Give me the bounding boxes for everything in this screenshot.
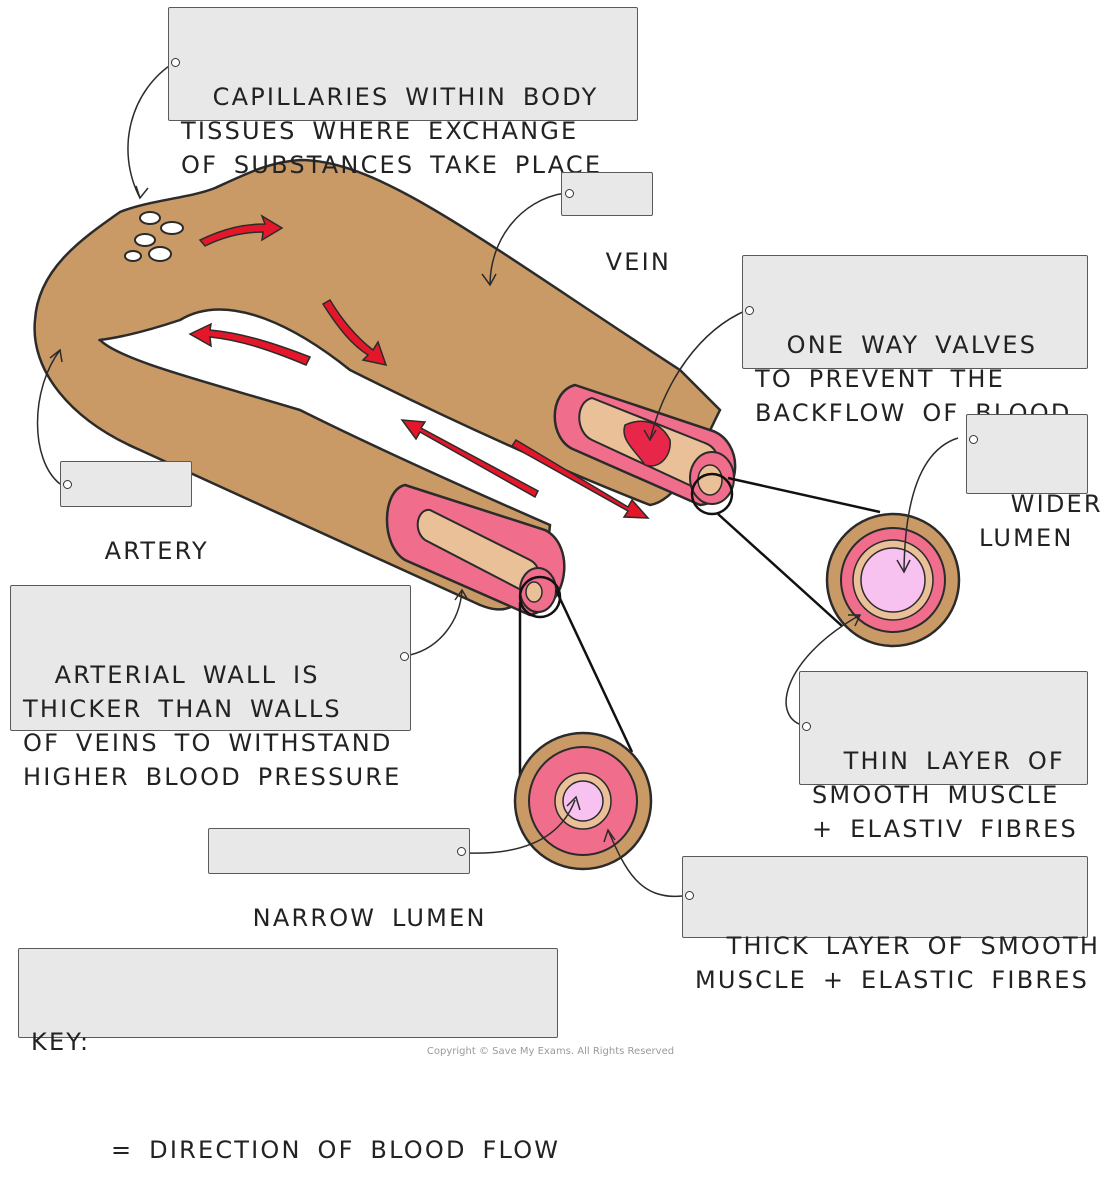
flow-arrows: [30, 214, 650, 1025]
valve: [623, 420, 671, 467]
wider-lumen-text: WIDER LUMEN: [979, 490, 1101, 552]
circulation-diagram: [30, 61, 961, 1025]
capillaries-text: CAPILLARIES WITHIN BODY TISSUES WHERE EX…: [181, 83, 603, 179]
label-vein: VEIN: [561, 172, 669, 276]
arrow-vein: [510, 438, 650, 519]
leader-lines: [36, 61, 959, 898]
vein-zoom-marker: [690, 472, 734, 516]
arterial-wall-text: ARTERIAL WALL IS THICKER THAN WALLS OF V…: [23, 661, 402, 791]
label-thick-layer: THICK LAYER OF SMOOTH MUSCLE + ELASTIC F…: [682, 856, 1098, 994]
arrow-down-curve: [321, 298, 388, 367]
zoom-lines: [518, 476, 881, 795]
label-arterial-wall: ARTERIAL WALL IS THICKER THAN WALLS OF V…: [10, 585, 411, 791]
key-box: KEY: = DIRECTION OF BLOOD FLOW: [18, 948, 558, 1164]
copyright: Copyright © Save My Exams. All Rights Re…: [426, 1046, 675, 1057]
label-valves: ONE WAY VALVES TO PREVENT THE BACKFLOW O…: [742, 255, 1088, 427]
key-entry: = DIRECTION OF BLOOD FLOW: [111, 1136, 561, 1164]
valves-text: ONE WAY VALVES TO PREVENT THE BACKFLOW O…: [755, 331, 1072, 427]
label-capillaries: CAPILLARIES WITHIN BODY TISSUES WHERE EX…: [168, 7, 638, 179]
label-artery: ARTERY: [60, 461, 207, 565]
vessel-loop: [33, 158, 722, 611]
arrow-artery: [400, 419, 539, 499]
arrow-left-curve: [188, 322, 312, 366]
narrow-lumen-text: NARROW LUMEN: [252, 904, 487, 932]
thick-layer-text: THICK LAYER OF SMOOTH MUSCLE + ELASTIC F…: [695, 932, 1101, 994]
vein-cross-section: [825, 512, 961, 648]
artery-text: ARTERY: [104, 537, 209, 565]
artery-cross-section: [513, 731, 653, 871]
key-title: KEY:: [31, 1028, 91, 1056]
label-wider-lumen: WIDER LUMEN: [966, 414, 1101, 552]
capillary-holes: [124, 211, 184, 262]
vein-cutaway: [553, 383, 737, 507]
label-narrow-lumen: NARROW LUMEN: [208, 828, 484, 932]
thin-layer-text: THIN LAYER OF SMOOTH MUSCLE + ELASTIV FI…: [812, 747, 1078, 843]
arrow-top: [198, 214, 284, 247]
vein-text: VEIN: [605, 248, 672, 276]
label-thin-layer: THIN LAYER OF SMOOTH MUSCLE + ELASTIV FI…: [799, 671, 1088, 843]
